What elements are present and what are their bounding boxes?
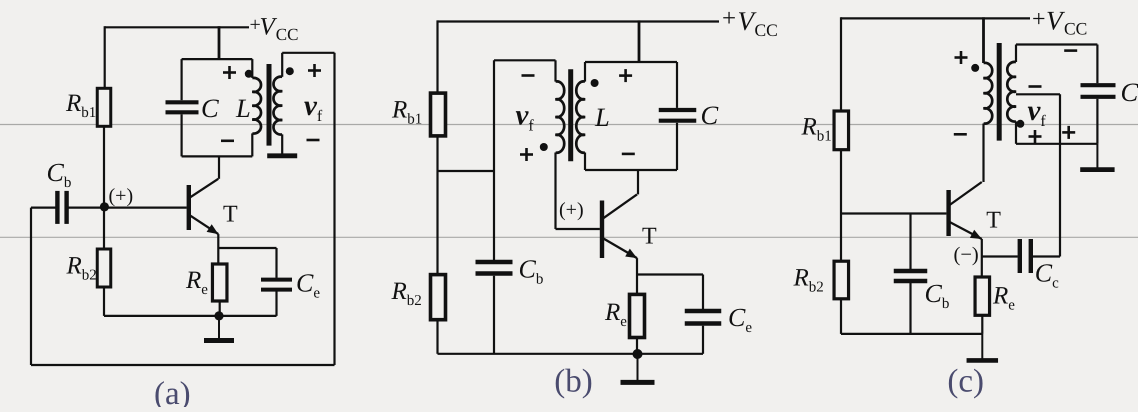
svg-text:CC: CC (755, 20, 778, 40)
svg-text:(−): (−) (954, 244, 979, 266)
svg-text:L: L (235, 93, 251, 123)
svg-text:(c): (c) (947, 364, 984, 400)
svg-text:T: T (642, 224, 657, 250)
svg-text:(a): (a) (154, 376, 191, 407)
svg-text:+: + (1032, 7, 1046, 33)
svg-text:C: C (701, 100, 719, 130)
svg-text:CC: CC (276, 25, 299, 44)
svg-text:(+): (+) (559, 199, 584, 221)
svg-text:+: + (722, 5, 736, 32)
svg-text:C: C (1121, 77, 1138, 107)
svg-text:T: T (223, 202, 238, 228)
svg-text:(+): (+) (109, 185, 134, 207)
svg-text:(b): (b) (554, 364, 592, 400)
svg-text:C: C (201, 93, 219, 123)
svg-text:L: L (594, 102, 610, 132)
svg-text:CC: CC (1064, 18, 1087, 38)
svg-text:T: T (986, 208, 1001, 234)
